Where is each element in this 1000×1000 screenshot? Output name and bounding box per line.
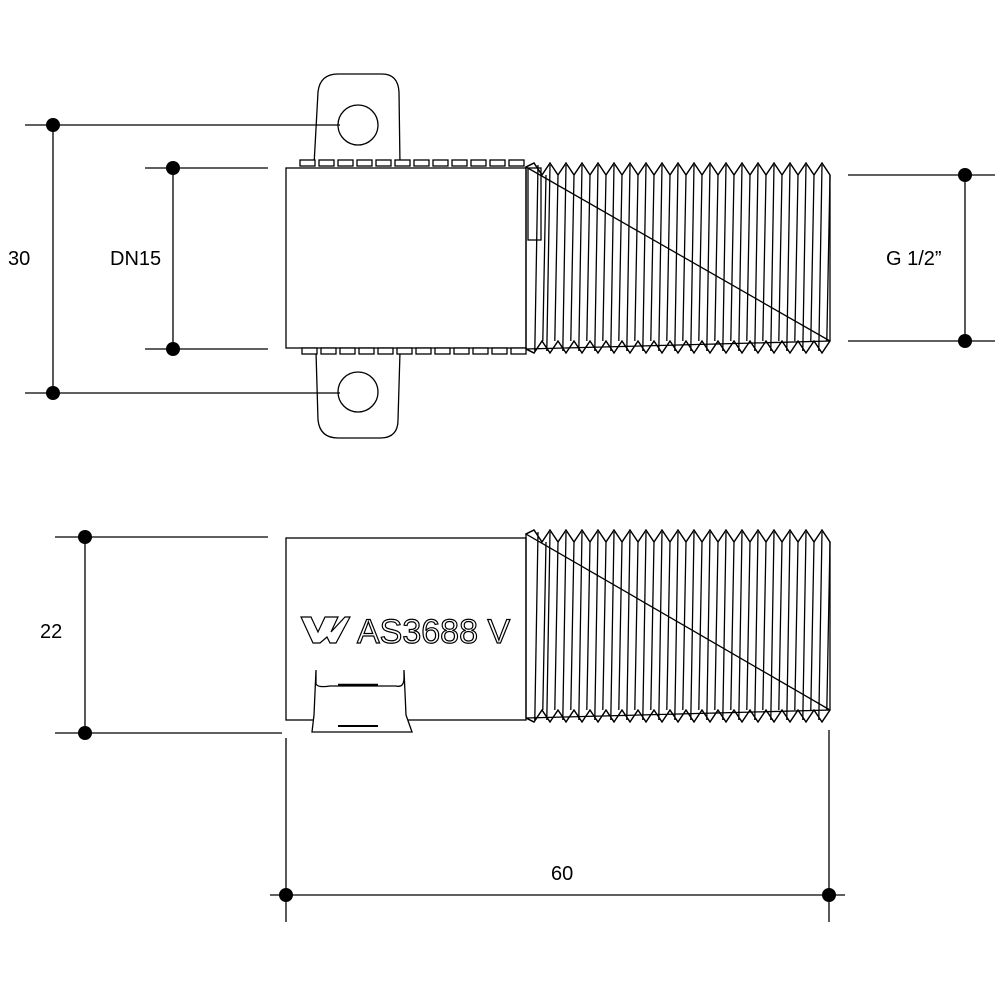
thread-crest xyxy=(642,164,655,352)
thread-crest xyxy=(738,164,751,352)
crimp xyxy=(337,159,354,167)
crimp xyxy=(318,159,335,167)
crimp xyxy=(356,159,373,167)
thread-crest xyxy=(818,164,831,352)
crimp xyxy=(320,347,337,355)
crimp xyxy=(434,347,451,355)
thread-crest xyxy=(802,531,815,721)
side-view: AS3688 V xyxy=(285,528,831,733)
crimp-serrations xyxy=(299,159,527,355)
crimp xyxy=(432,159,449,167)
crimp xyxy=(510,347,527,355)
thread-slot xyxy=(527,167,542,241)
dim-length: 60 xyxy=(551,863,573,885)
mounting-lug-top xyxy=(313,73,401,166)
crimp xyxy=(451,159,468,167)
thread-crest xyxy=(786,164,799,352)
thread-crest xyxy=(754,164,767,352)
thread-crest xyxy=(562,531,575,721)
dimension-points xyxy=(46,118,972,902)
thread-crest xyxy=(594,531,607,721)
crimp xyxy=(508,159,525,167)
lug-hole-bottom xyxy=(337,371,379,413)
thread-crest xyxy=(706,531,719,721)
thread-crest xyxy=(770,164,783,352)
thread-crest xyxy=(562,164,575,352)
crimp xyxy=(301,347,318,355)
thread-crest xyxy=(546,164,559,352)
dim-body-height: 22 xyxy=(40,621,62,643)
crimp xyxy=(472,347,489,355)
thread-crest xyxy=(534,531,547,721)
crimp xyxy=(413,159,430,167)
dim-overall-height: 30 xyxy=(8,248,30,270)
thread-crest xyxy=(754,531,767,721)
thread-crest xyxy=(802,164,815,352)
thread-crest xyxy=(818,531,831,721)
thread-crest xyxy=(610,164,623,352)
thread-crest xyxy=(706,164,719,352)
crimp xyxy=(470,159,487,167)
thread-crest xyxy=(626,164,639,352)
crimp xyxy=(491,347,508,355)
thread-crest xyxy=(674,164,687,352)
dim-nominal-diameter: DN15 xyxy=(110,248,161,270)
clip xyxy=(311,669,413,733)
crimp xyxy=(377,347,394,355)
dim-thread-size: G 1/2” xyxy=(886,248,942,270)
thread-crest xyxy=(722,164,735,352)
thread-crest xyxy=(658,164,671,352)
thread-crest xyxy=(658,531,671,721)
thread-crest xyxy=(578,164,591,352)
thread-crest xyxy=(770,531,783,721)
thread-crest xyxy=(786,531,799,721)
thread-crest xyxy=(578,531,591,721)
thread-crest xyxy=(722,531,735,721)
crimp xyxy=(299,159,316,167)
thread-crest xyxy=(690,531,703,721)
thread-crest xyxy=(626,531,639,721)
thread-crest xyxy=(674,531,687,721)
crimp xyxy=(396,347,413,355)
thread-crest xyxy=(642,531,655,721)
crimp xyxy=(453,347,470,355)
pipe-body xyxy=(285,167,527,349)
mounting-lug-bottom xyxy=(315,351,401,439)
crimp xyxy=(358,347,375,355)
watermark-logo-icon xyxy=(300,616,352,644)
thread-crest xyxy=(610,531,623,721)
thread-crest xyxy=(594,164,607,352)
thread-crest xyxy=(738,531,751,721)
crimp xyxy=(339,347,356,355)
thread-crest xyxy=(690,164,703,352)
dimension-lines xyxy=(25,124,995,922)
crimp xyxy=(394,159,411,167)
thread-crest xyxy=(546,531,559,721)
top-view xyxy=(285,73,831,439)
thread-section-side xyxy=(524,528,831,724)
crimp xyxy=(375,159,392,167)
thread-section xyxy=(524,161,831,355)
crimp xyxy=(489,159,506,167)
crimp xyxy=(415,347,432,355)
thread-crest xyxy=(534,164,547,352)
standard-marking: AS3688 V xyxy=(357,613,510,651)
